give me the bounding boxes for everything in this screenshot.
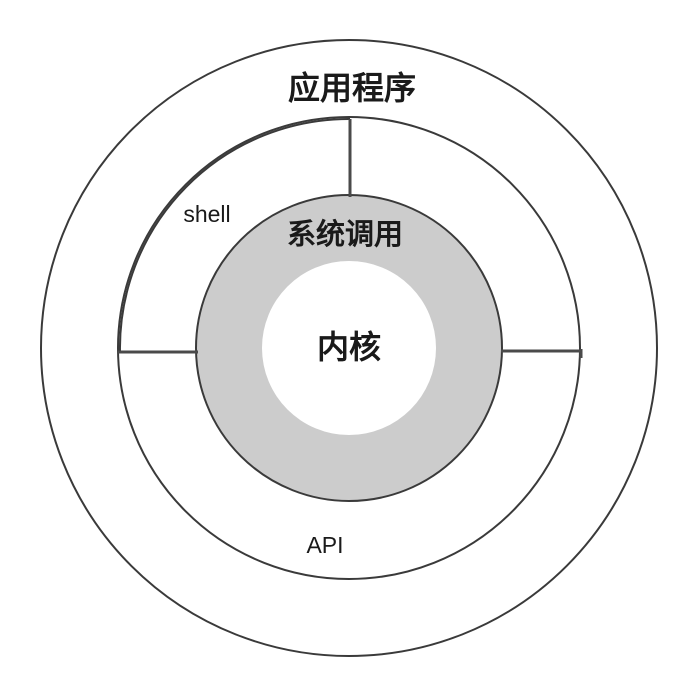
- shell-arc: [118, 117, 351, 353]
- kernel-circle: [262, 261, 436, 435]
- syscall-label: 系统调用: [287, 217, 403, 251]
- api-label: API: [306, 532, 343, 558]
- kernel-label: 内核: [317, 328, 381, 366]
- shell-label: shell: [183, 201, 230, 227]
- application-label: 应用程序: [288, 69, 416, 107]
